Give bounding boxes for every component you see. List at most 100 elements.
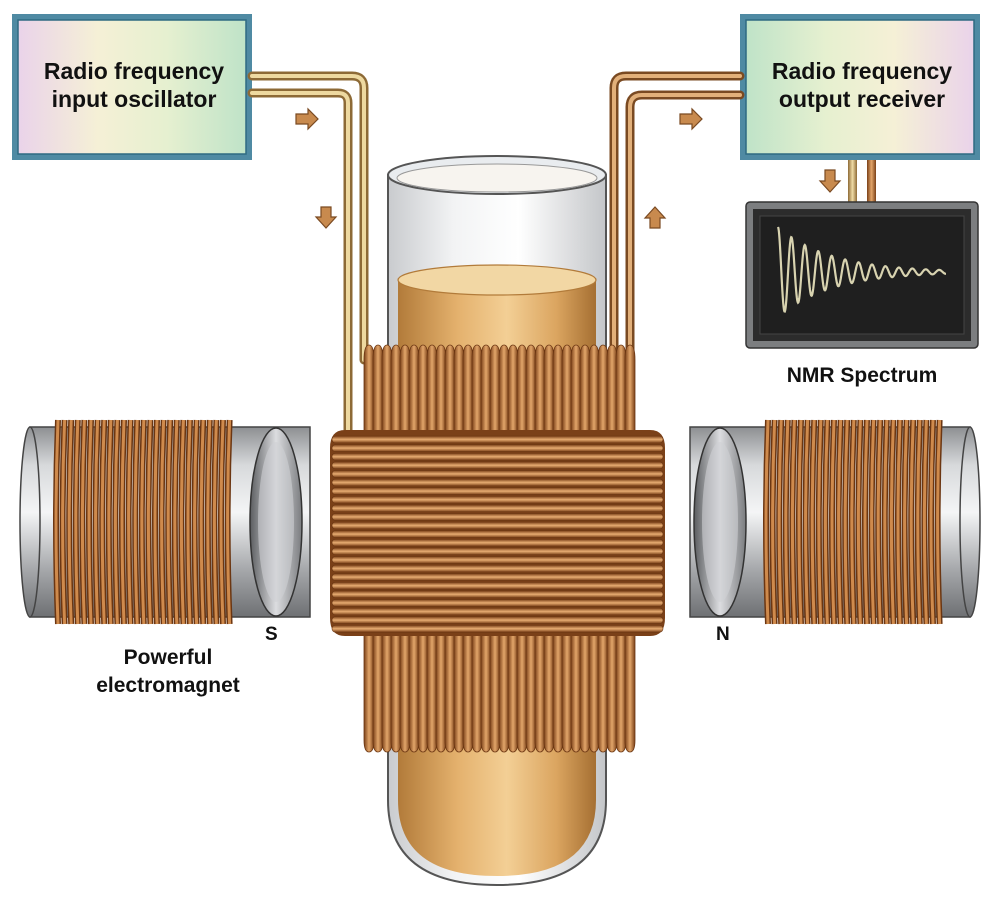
winding-highlight — [179, 419, 185, 625]
winding-highlight — [856, 419, 862, 625]
input-box-label-1: Radio frequency — [44, 58, 224, 84]
horizontal-coil-turn — [331, 581, 664, 590]
winding-highlight — [896, 419, 902, 625]
winding-highlight — [817, 419, 823, 625]
horizontal-coil-turn — [331, 547, 664, 556]
winding-highlight — [823, 419, 829, 625]
winding-highlight — [850, 419, 856, 625]
arrow-down-input — [314, 206, 338, 229]
winding-highlight — [193, 419, 199, 625]
horizontal-coil-turn — [331, 478, 664, 487]
arrow-down-receiver — [818, 169, 842, 193]
arrow-up-output — [643, 206, 667, 229]
horizontal-coil-turn — [331, 495, 664, 504]
input-box-label-2: input oscillator — [52, 86, 217, 112]
winding-highlight — [790, 419, 796, 625]
output-box-label-1: Radio frequency — [772, 58, 952, 84]
horizontal-coil-turn — [331, 530, 664, 538]
winding-highlight — [67, 419, 73, 625]
arrow-right-input — [295, 107, 319, 131]
horizontal-coil-turn — [331, 470, 664, 478]
winding-highlight — [100, 419, 106, 625]
horizontal-coil-turn — [331, 564, 664, 573]
winding-highlight — [226, 419, 232, 625]
nmr-spectrum-screen — [745, 201, 979, 349]
winding-highlight — [107, 419, 113, 625]
horizontal-coil-turn — [331, 573, 664, 581]
winding-highlight — [127, 419, 133, 625]
winding-highlight — [173, 419, 179, 625]
left-magnet-winding — [53, 419, 233, 625]
winding-highlight — [876, 419, 882, 625]
winding-highlight — [909, 419, 915, 625]
output-wires — [609, 71, 745, 435]
output-receiver-box: Radio frequency output receiver — [740, 14, 980, 160]
winding-highlight — [843, 419, 849, 625]
winding-highlight — [916, 419, 922, 625]
winding-highlight — [74, 419, 80, 625]
receiver-to-screen-wires — [848, 160, 876, 202]
right-electromagnet — [689, 419, 981, 625]
winding-highlight — [87, 419, 93, 625]
input-oscillator-box: Radio frequency input oscillator — [12, 14, 252, 160]
winding-highlight — [837, 419, 843, 625]
winding-highlight — [830, 419, 836, 625]
winding-highlight — [784, 419, 790, 625]
winding-highlight — [113, 419, 119, 625]
south-pole-label: S — [265, 624, 278, 645]
left-electromagnet — [19, 419, 311, 625]
nmr-spectrum-label: NMR Spectrum — [787, 364, 938, 387]
winding-highlight — [889, 419, 895, 625]
horizontal-coil-turn — [331, 538, 664, 547]
winding-highlight — [771, 419, 777, 625]
magnet-label-2: electromagnet — [96, 674, 240, 697]
winding-highlight — [903, 419, 909, 625]
spectrum-wave — [776, 226, 946, 313]
horizontal-coil-turn — [331, 513, 664, 521]
winding-highlight — [160, 419, 166, 625]
horizontal-rf-coil — [330, 430, 665, 636]
horizontal-coil-turn — [331, 616, 664, 624]
winding-highlight — [186, 419, 192, 625]
winding-highlight — [797, 419, 803, 625]
winding-highlight — [863, 419, 869, 625]
winding-highlight — [764, 419, 770, 625]
north-pole-label: N — [716, 624, 730, 645]
horizontal-coil-turn — [331, 452, 664, 461]
horizontal-coil-turn — [331, 521, 664, 530]
winding-highlight — [120, 419, 126, 625]
winding-highlight — [922, 419, 928, 625]
right-magnet-winding — [763, 419, 943, 625]
arrow-right-output — [679, 107, 703, 131]
winding-highlight — [883, 419, 889, 625]
winding-highlight — [212, 419, 218, 625]
winding-highlight — [929, 419, 935, 625]
magnet-label-1: Powerful — [124, 646, 213, 669]
winding-highlight — [206, 419, 212, 625]
winding-highlight — [54, 419, 60, 625]
input-wires — [247, 71, 369, 435]
winding-highlight — [153, 419, 159, 625]
horizontal-coil-turn — [331, 444, 664, 452]
horizontal-coil-turn — [331, 435, 664, 444]
horizontal-coil-turn — [331, 590, 664, 599]
winding-highlight — [199, 419, 205, 625]
winding-highlight — [936, 419, 942, 625]
winding-highlight — [777, 419, 783, 625]
winding-highlight — [80, 419, 86, 625]
winding-highlight — [870, 419, 876, 625]
horizontal-coil-turn — [331, 556, 664, 564]
horizontal-coil-turn — [331, 504, 664, 513]
winding-highlight — [146, 419, 152, 625]
winding-highlight — [133, 419, 139, 625]
horizontal-coil-turn — [331, 624, 664, 633]
horizontal-coil-turn — [331, 599, 664, 607]
winding-highlight — [94, 419, 100, 625]
winding-highlight — [804, 419, 810, 625]
winding-highlight — [219, 419, 225, 625]
winding-highlight — [166, 419, 172, 625]
winding-highlight — [61, 419, 67, 625]
horizontal-coil-turn — [331, 607, 664, 616]
winding-highlight — [140, 419, 146, 625]
